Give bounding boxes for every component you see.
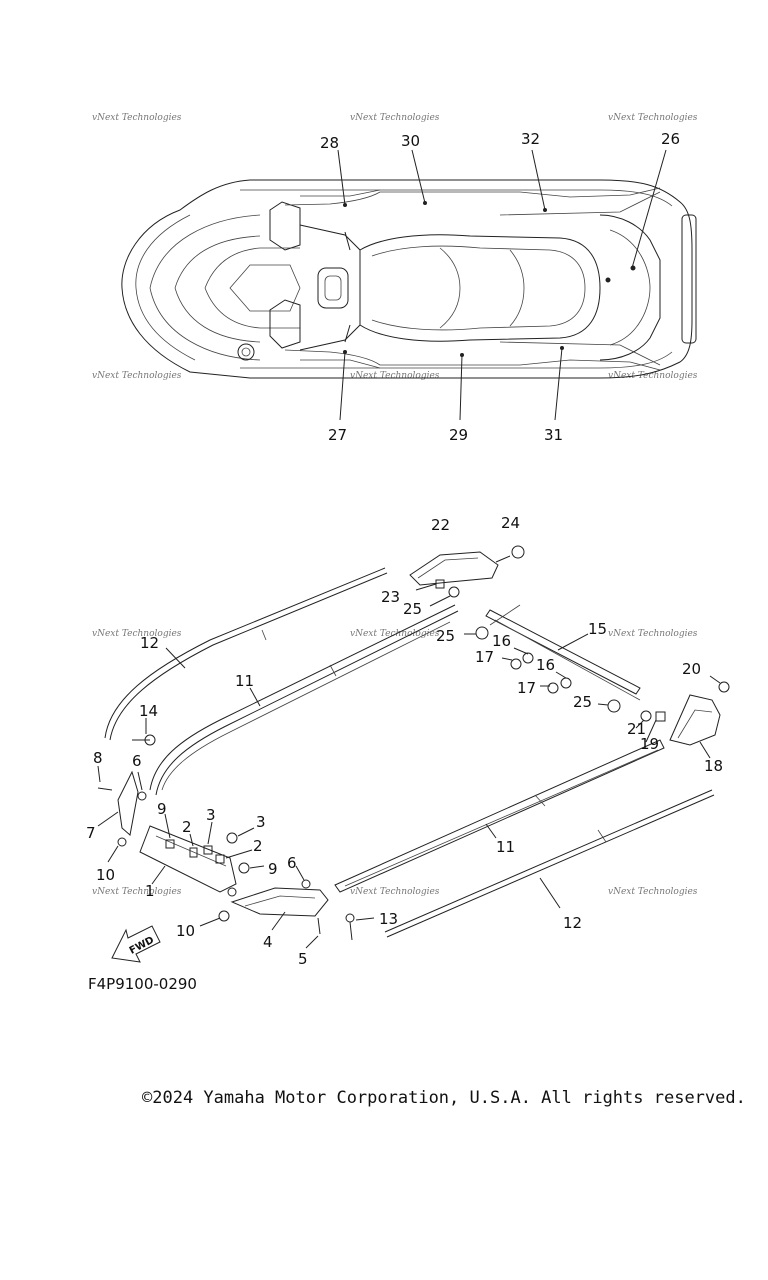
- watermark-mid-left: vNext Technologies: [92, 371, 182, 381]
- watermark-text: vNext Technologies: [608, 887, 698, 897]
- watermarks: vNext Technologies vNext Technologies vN…: [92, 113, 698, 897]
- callout-9: 9: [157, 800, 167, 818]
- callout-3: 3: [256, 813, 266, 831]
- watermark-text: vNext Technologies: [608, 629, 698, 639]
- callout-21: 21: [627, 720, 646, 738]
- callout-27: 27: [328, 426, 347, 444]
- callout-6: 6: [132, 752, 142, 770]
- watermark-low-left: vNext Technologies: [92, 629, 182, 639]
- callout-15: 15: [588, 620, 607, 638]
- watermark-text: vNext Technologies: [92, 887, 182, 897]
- watermark-mid-right: vNext Technologies: [608, 371, 698, 381]
- callout-32: 32: [521, 130, 540, 148]
- callout-25: 25: [403, 600, 422, 618]
- copyright-notice: ©2024 Yamaha Motor Corporation, U.S.A. A…: [142, 1088, 746, 1108]
- callout-23: 23: [381, 588, 400, 606]
- callout-20: 20: [682, 660, 701, 678]
- watermark-bottom-center: vNext Technologies: [350, 887, 440, 897]
- callout-18: 18: [704, 757, 723, 775]
- callout-17: 17: [475, 648, 494, 666]
- callout-8: 8: [93, 749, 103, 767]
- watermark-bottom-right: vNext Technologies: [608, 887, 698, 897]
- callout-26: 26: [661, 130, 680, 148]
- callout-24: 24: [501, 514, 520, 532]
- callout-12: 12: [563, 914, 582, 932]
- watermark-bottom-left: vNext Technologies: [92, 887, 182, 897]
- callout-31: 31: [544, 426, 563, 444]
- watermark-text: vNext Technologies: [92, 629, 182, 639]
- callout-9: 9: [268, 860, 278, 878]
- callout-6: 6: [287, 854, 297, 872]
- callout-7: 7: [86, 824, 96, 842]
- watermark-text: vNext Technologies: [608, 113, 698, 123]
- watermark-top-center: vNext Technologies: [350, 113, 440, 123]
- callout-16: 16: [536, 656, 555, 674]
- callout-4: 4: [263, 933, 273, 951]
- watermark-text: vNext Technologies: [350, 113, 440, 123]
- exploded-view: FWD 22 24 23 25 25 15 16 17 16 17 20 25 …: [86, 514, 730, 968]
- callout-12: 12: [140, 634, 159, 652]
- watermark-text: vNext Technologies: [92, 113, 182, 123]
- fwd-arrow: FWD: [111, 925, 161, 963]
- drawing-code: F4P9100-0290: [88, 975, 197, 993]
- watermark-mid-center: vNext Technologies: [350, 371, 440, 381]
- callout-19: 19: [640, 735, 659, 753]
- callout-17: 17: [517, 679, 536, 697]
- callout-10: 10: [176, 922, 195, 940]
- callout-22: 22: [431, 516, 450, 534]
- watermark-text: vNext Technologies: [608, 371, 698, 381]
- callout-25: 25: [436, 627, 455, 645]
- watermark-low-right: vNext Technologies: [608, 629, 698, 639]
- callout-14: 14: [139, 702, 158, 720]
- watermark-text: vNext Technologies: [92, 371, 182, 381]
- callout-10: 10: [96, 866, 115, 884]
- callout-29: 29: [449, 426, 468, 444]
- callout-25: 25: [573, 693, 592, 711]
- fwd-label: FWD: [128, 935, 156, 957]
- watermark-text: vNext Technologies: [350, 887, 440, 897]
- watercraft-top-view: 28 30 32 26 27 29 31: [121, 130, 697, 444]
- callout-2: 2: [182, 818, 192, 836]
- watermark-top-right: vNext Technologies: [608, 113, 698, 123]
- callout-2: 2: [253, 837, 263, 855]
- callout-28: 28: [320, 134, 339, 152]
- watermark-text: vNext Technologies: [350, 371, 440, 381]
- callout-3: 3: [206, 806, 216, 824]
- watermark-top-left: vNext Technologies: [92, 113, 182, 123]
- callout-16: 16: [492, 632, 511, 650]
- callout-1: 1: [145, 882, 155, 900]
- callout-30: 30: [401, 132, 420, 150]
- callout-13: 13: [379, 910, 398, 928]
- callout-11: 11: [235, 672, 254, 690]
- callout-5: 5: [298, 950, 308, 968]
- callout-11: 11: [496, 838, 515, 856]
